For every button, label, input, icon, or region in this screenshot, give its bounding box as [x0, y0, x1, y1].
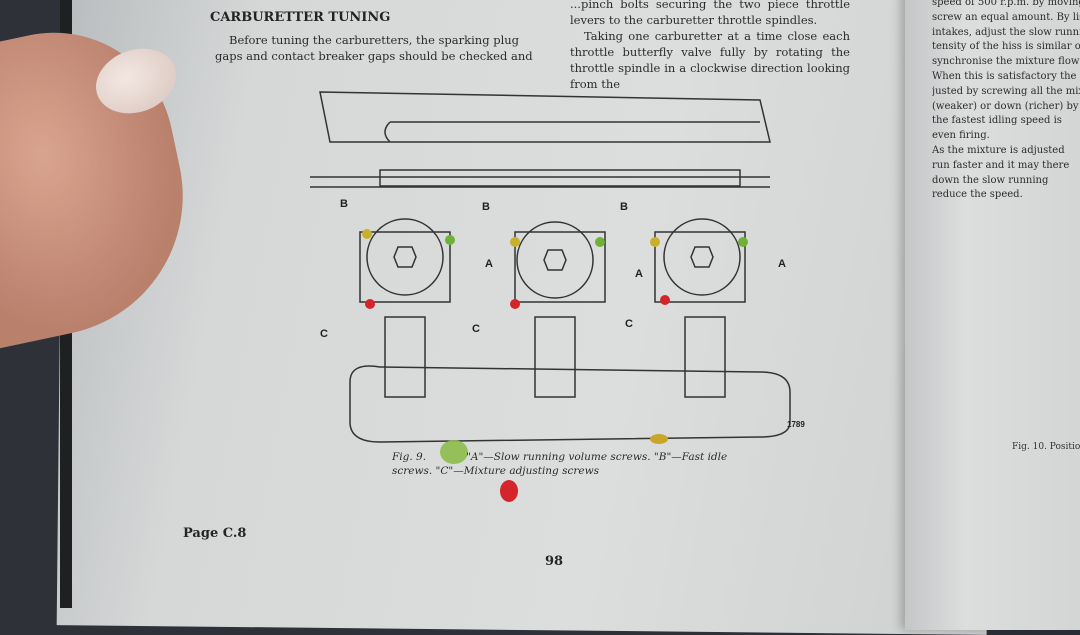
label-b: B [340, 198, 348, 210]
col2-para-1: ...pinch bolts securing the two piece th… [570, 0, 850, 27]
yellow-marker [650, 434, 668, 444]
caption-text: "A"—Slow running volume screws. "B"—Fast… [392, 451, 728, 477]
carburetter-diagram: B B B A A A C C C 1789 [310, 91, 805, 443]
label-b: B [620, 201, 628, 213]
page-number: 98 [545, 554, 564, 569]
label-c: C [320, 328, 328, 340]
carburetter-3 [654, 218, 746, 398]
figure-ref: 1789 [787, 420, 805, 429]
col3-line: synchronise the mixture flow of [932, 56, 1080, 68]
label-c: C [472, 323, 480, 335]
green-marker [440, 440, 468, 464]
col3-line: (weaker) or down (richer) by [932, 100, 1079, 112]
label-a: A [485, 258, 493, 270]
manual-page-right [905, 0, 1080, 630]
label-c: C [625, 318, 633, 330]
paragraph-col2: ...pinch bolts securing the two piece th… [570, 0, 850, 92]
section-heading: CARBURETTER TUNING [210, 10, 391, 25]
col3-line: intakes, adjust the slow running [932, 26, 1080, 38]
fig10-caption: Fig. 10. Position [1012, 442, 1080, 452]
figure-caption: Fig. 9."A"—Slow running volume screws. "… [392, 450, 732, 478]
paragraph-col3: speed of 500 r.p.m. by moving screw an eq… [932, 0, 1080, 203]
col3-line: reduce the speed. [932, 189, 1023, 201]
col3-line: tensity of the hiss is similar on [932, 41, 1080, 53]
caption-fig-number: Fig. 9. [392, 451, 427, 463]
label-a: A [778, 258, 786, 270]
red-marker [500, 480, 518, 502]
col3-line: As the mixture is adjusted [932, 144, 1065, 156]
col2-para-2: Taking one carburetter at a time close e… [570, 29, 850, 91]
col3-line: When this is satisfactory the [932, 70, 1077, 82]
col3-line: even firing. [932, 130, 990, 142]
col3-line: run faster and it may there [932, 159, 1070, 171]
label-b: B [482, 201, 490, 213]
carburetter-1 [359, 218, 451, 398]
carburetter-2 [514, 221, 606, 398]
col3-line: screw an equal amount. By listen [932, 11, 1080, 23]
label-a: A [635, 268, 643, 280]
col3-line: justed by screwing all the mixt [932, 85, 1080, 97]
page-label: Page C.8 [183, 526, 247, 541]
col3-line: speed of 500 r.p.m. by moving [932, 0, 1080, 8]
col3-line: down the slow running [932, 174, 1049, 186]
col3-line: the fastest idling speed is [932, 115, 1062, 127]
paragraph-col1: Before tuning the carburetters, the spar… [215, 33, 533, 63]
